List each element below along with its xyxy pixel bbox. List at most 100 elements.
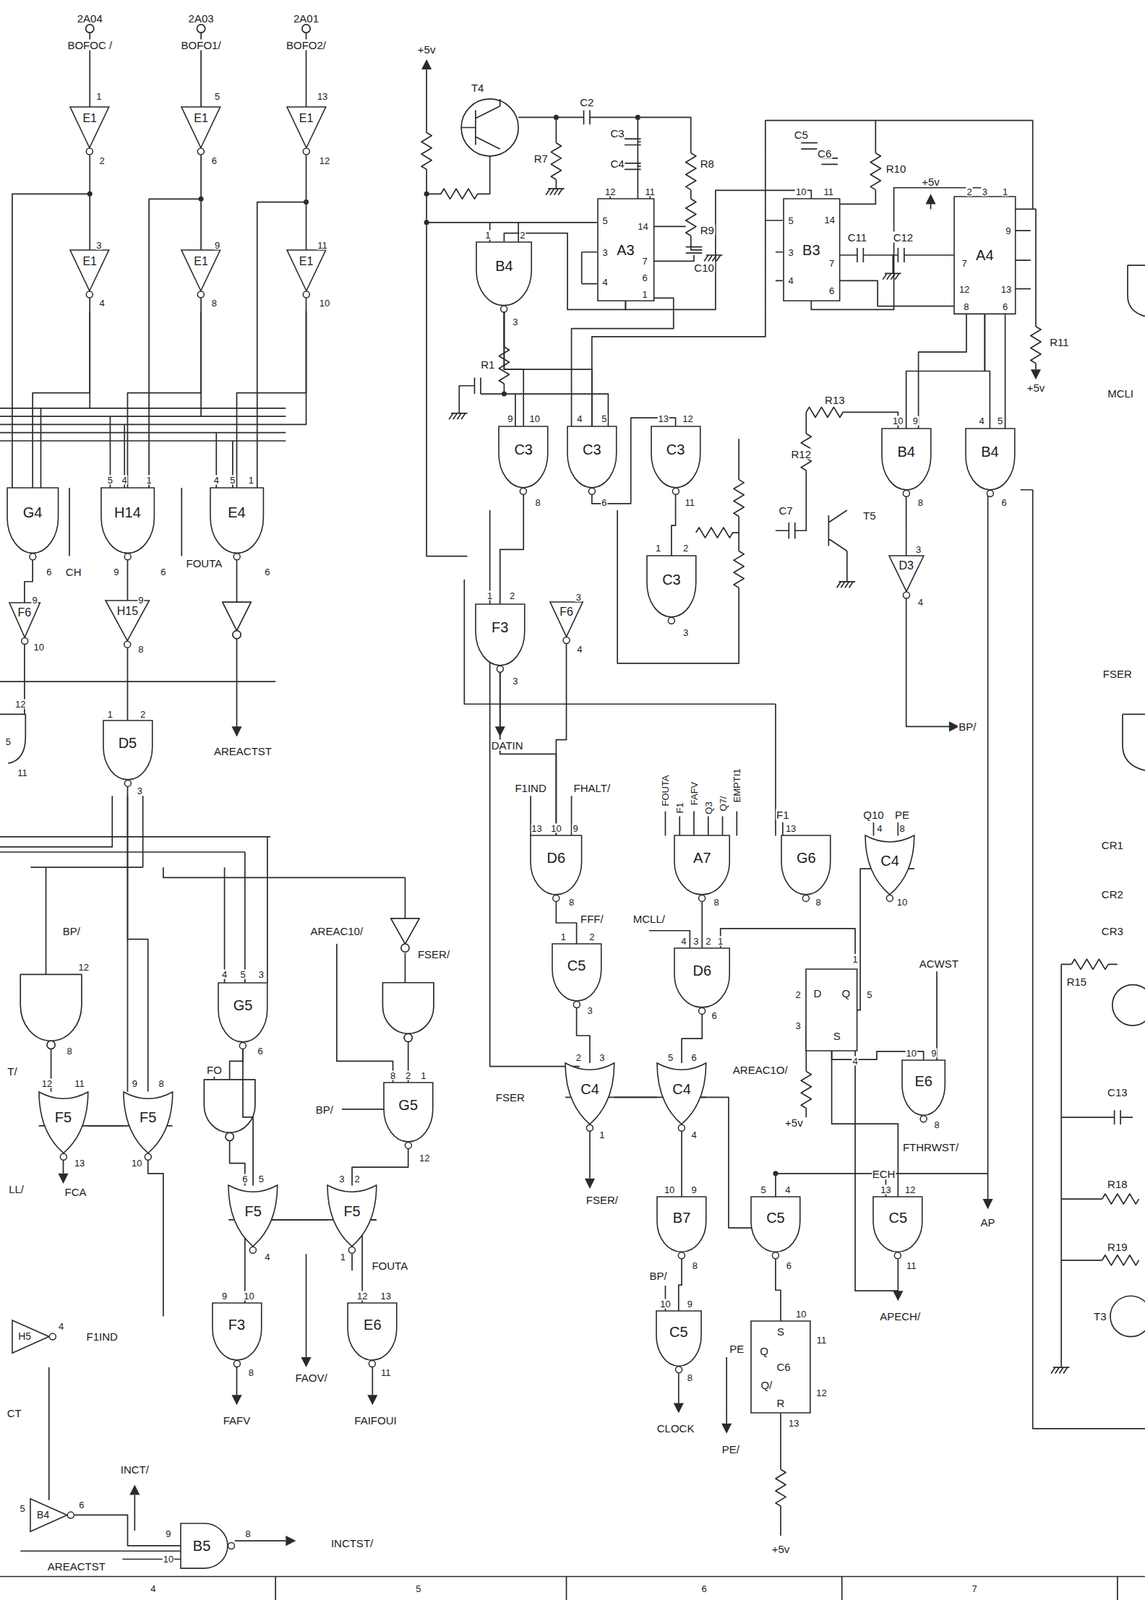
label-anchor: 3: [511, 316, 519, 327]
signal-name: 2A01: [292, 13, 320, 24]
inverter-gate: E1: [181, 250, 221, 298]
pin-number: 4: [263, 1252, 271, 1263]
pin-number: 4: [99, 298, 106, 308]
pin-number: 7: [971, 1584, 979, 1594]
gate-outline: [210, 487, 264, 561]
signal-name: FSER: [495, 1091, 526, 1103]
label-anchor: 3: [602, 247, 609, 257]
label-anchor: F1: [675, 802, 685, 815]
inversion-bubble: [886, 895, 894, 903]
label-anchor: C2: [579, 96, 595, 108]
label-anchor: 5: [787, 215, 794, 225]
pin-number: 6: [159, 566, 167, 577]
gate-designator: G5: [233, 997, 253, 1014]
gate-outline: [902, 1060, 945, 1123]
label-anchor: C13: [1106, 1086, 1129, 1098]
pin-number: 4: [851, 1056, 859, 1067]
label-anchor: ECH: [871, 1168, 897, 1179]
label-anchor: 12: [815, 1388, 827, 1398]
nand-gate: E4: [210, 487, 264, 561]
gate-body: [889, 555, 924, 592]
label-anchor: 6: [159, 566, 167, 577]
component-ref: C7: [777, 504, 793, 516]
label-anchor: FO: [206, 1064, 223, 1075]
label-anchor: 3: [95, 239, 102, 250]
wire: [352, 1149, 409, 1187]
component-ref: C11: [847, 231, 868, 243]
input-terminal: [86, 24, 94, 33]
label-anchor: BOFOC /: [66, 39, 113, 51]
inversion-bubble: [678, 1124, 686, 1132]
signal-name: FCA: [63, 1186, 87, 1198]
label-anchor: FSER: [1102, 667, 1133, 679]
inversion-bubble: [86, 291, 94, 298]
label-anchor: 11: [823, 187, 835, 197]
label-anchor: 10: [896, 897, 908, 908]
gate-designator: D: [813, 988, 822, 1001]
label-anchor: 2: [508, 591, 516, 601]
signal-name: Q3: [703, 800, 713, 815]
inversion-bubble: [67, 1512, 75, 1519]
gate-designator: B4: [980, 443, 999, 460]
pin-number: 12: [958, 284, 971, 294]
label-anchor: 2: [588, 932, 595, 942]
gate-body: [475, 604, 525, 666]
label-anchor: 7: [960, 258, 968, 269]
pin-number: 8: [568, 897, 575, 908]
signal-name: AREACTST: [46, 1561, 107, 1573]
wire: [127, 787, 148, 1093]
pin-number: 1: [247, 474, 255, 485]
gate-outline: [228, 1185, 278, 1255]
gate-body: [39, 1092, 89, 1154]
label-anchor: AREAC1O/: [732, 1064, 789, 1075]
pin-number: 8: [962, 301, 970, 311]
label-anchor: APECH/: [878, 1311, 921, 1323]
nand-gate: C5: [751, 1197, 801, 1260]
label-anchor: 10: [242, 1291, 255, 1301]
gate-body: [651, 426, 701, 488]
label-anchor: 5: [258, 1173, 265, 1184]
label-anchor: 7: [971, 1584, 979, 1594]
signal-name: AREAC10/: [310, 925, 365, 937]
pin-number: 8: [712, 897, 720, 908]
signal-name: T/: [6, 1066, 18, 1078]
inversion-bubble: [227, 1542, 235, 1550]
inversion-bubble: [894, 1252, 902, 1260]
label-anchor: 4: [787, 276, 794, 286]
label-anchor: CR1: [1100, 839, 1125, 851]
pin-number: 13: [785, 824, 797, 834]
pin-number: 3: [136, 786, 144, 796]
label-anchor: 6: [828, 286, 835, 296]
label-anchor: 2: [966, 187, 973, 197]
gate-outline: [552, 944, 602, 1009]
gate-outline: [327, 1185, 377, 1255]
component-ref: R8: [699, 157, 715, 169]
gate-designator: D6: [547, 850, 566, 866]
label-anchor: 1: [484, 229, 491, 240]
label-anchor: C4: [610, 157, 626, 169]
pin-number: 2: [353, 1173, 360, 1184]
label-anchor: AREAC10/: [310, 925, 365, 937]
gate-body: [12, 1320, 50, 1354]
label-anchor: 1: [419, 1071, 427, 1081]
label-anchor: 10: [659, 1299, 671, 1310]
pin-number: 9: [112, 566, 120, 577]
label-anchor: 4: [263, 1252, 271, 1263]
pin-number: 3: [794, 1020, 801, 1031]
gate-outline: [657, 1197, 707, 1260]
signal-name: MCLI: [1106, 387, 1135, 399]
label-anchor: FAIFOUI: [353, 1415, 397, 1427]
nand-gate: D6: [674, 948, 730, 1015]
gate-outline: [498, 426, 548, 496]
pin-number: 1: [95, 91, 102, 101]
label-anchor: 8: [815, 897, 822, 908]
pin-number: 8: [534, 497, 541, 507]
pin-number: 13: [879, 1185, 892, 1195]
signal-name: BP/: [62, 925, 81, 937]
ic-package: A4: [954, 196, 1016, 314]
label-anchor: 1: [560, 932, 567, 942]
signal-name: DATIN: [490, 739, 525, 751]
label-anchor: 8: [686, 1372, 694, 1383]
signal-name: FAFV: [689, 781, 699, 807]
gate-designator: F3: [491, 619, 509, 636]
